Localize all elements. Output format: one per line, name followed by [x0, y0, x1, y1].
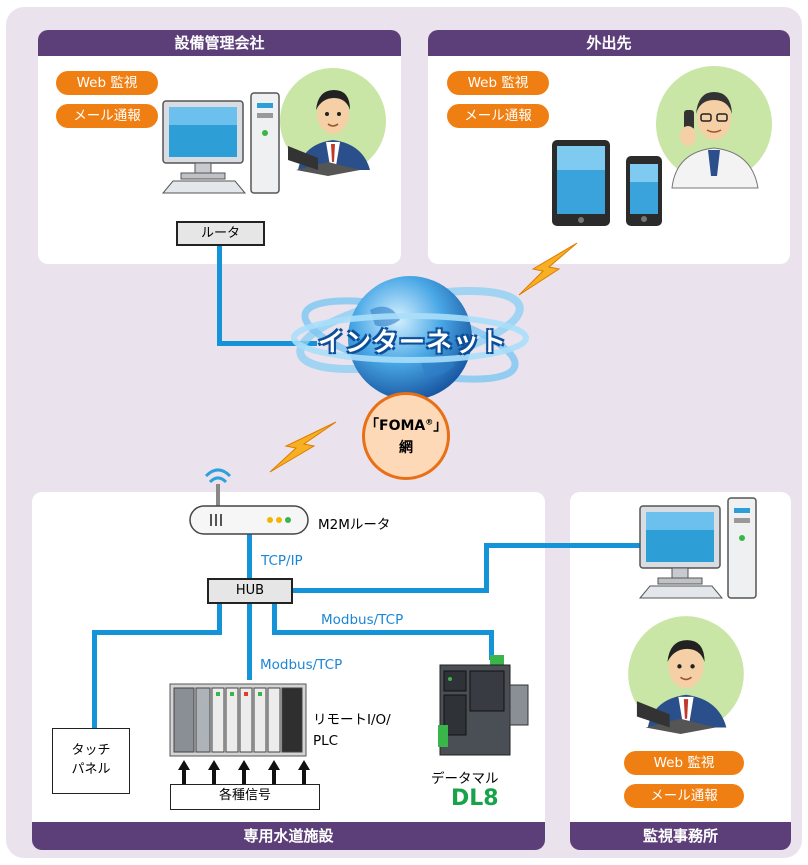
foma-label-start: 「FOMA	[365, 418, 426, 434]
panel-title-water-facility: 専用水道施設	[32, 822, 545, 850]
m2m-router-label: M2Mルータ	[318, 517, 391, 533]
wire-router-down	[217, 246, 222, 346]
up-arrow-icon	[178, 760, 310, 784]
wire-hub-to-office-h	[290, 588, 487, 593]
man-phone-icon	[656, 66, 772, 189]
touch-panel-label-line2: パネル	[71, 762, 111, 777]
modbus-tcp-label-lower: Modbus/TCP	[260, 657, 343, 673]
hub-box: HUB	[207, 578, 293, 604]
tcpip-label: TCP/IP	[261, 553, 303, 569]
desktop-computer-icon-office	[638, 497, 757, 599]
foma-registered-mark: ®	[425, 417, 434, 427]
wire-hub-down-1	[217, 600, 222, 635]
wire-hub-down-3	[272, 600, 277, 635]
modbus-tcp-label-upper: Modbus/TCP	[321, 612, 404, 628]
tag-web-monitoring: Web 監視	[56, 71, 158, 95]
router-label: ルータ	[200, 226, 240, 241]
smartphone-icon	[626, 156, 662, 226]
lightning-icon	[518, 242, 578, 296]
touch-panel-label-line1: タッチ	[71, 743, 111, 758]
router-box: ルータ	[176, 221, 265, 246]
foma-network-circle: 「FOMA®」 網	[362, 392, 450, 480]
foma-label-end: 」	[433, 418, 448, 434]
tag-mail-alert-remote: メール通報	[447, 104, 549, 128]
remote-io-label-line1: リモートI/O/	[313, 712, 391, 728]
foma-label-line2: 網	[399, 440, 413, 456]
lightning-icon-lower	[269, 421, 337, 473]
businessman-laptop-icon	[280, 68, 386, 176]
foma-label-line1: 「FOMA®」	[365, 415, 447, 435]
wire-dl8-v	[489, 630, 494, 660]
businessman-laptop-icon-office	[628, 616, 744, 734]
tag-web-monitoring-remote: Web 監視	[447, 71, 549, 95]
wire-dl8-h	[272, 630, 494, 635]
wire-office-h	[484, 543, 640, 548]
datamaru-device-icon	[438, 655, 529, 756]
internet-label: インターネット	[318, 328, 508, 358]
desktop-computer-icon	[161, 92, 280, 194]
plc-rack-icon	[169, 683, 307, 757]
tag-mail-alert-office: メール通報	[624, 784, 744, 808]
wire-m2m-to-hub	[247, 533, 252, 583]
remote-io-label-line2: PLC	[313, 733, 339, 749]
signals-box: 各種信号	[170, 784, 320, 810]
hub-label: HUB	[235, 583, 265, 598]
m2m-router-icon	[189, 468, 309, 535]
tablet-icon	[552, 140, 610, 226]
signals-label: 各種信号	[218, 788, 271, 803]
datamaru-label: データマル	[431, 771, 499, 787]
wire-touch-h	[92, 630, 222, 635]
wire-router-to-internet	[217, 341, 317, 346]
tag-mail-alert: メール通報	[56, 104, 158, 128]
wire-touch-v	[92, 630, 97, 730]
dl8-label: DL8	[451, 786, 499, 811]
touch-panel-box: タッチ パネル	[52, 728, 130, 794]
wire-hub-to-plc	[247, 600, 252, 680]
tag-web-monitoring-office: Web 監視	[624, 751, 744, 775]
wire-office-v	[484, 543, 489, 593]
panel-title-remote: 外出先	[428, 30, 790, 56]
globe-icon	[291, 276, 529, 400]
panel-title-facility-company: 設備管理会社	[38, 30, 401, 56]
panel-title-monitoring-office: 監視事務所	[570, 822, 791, 850]
